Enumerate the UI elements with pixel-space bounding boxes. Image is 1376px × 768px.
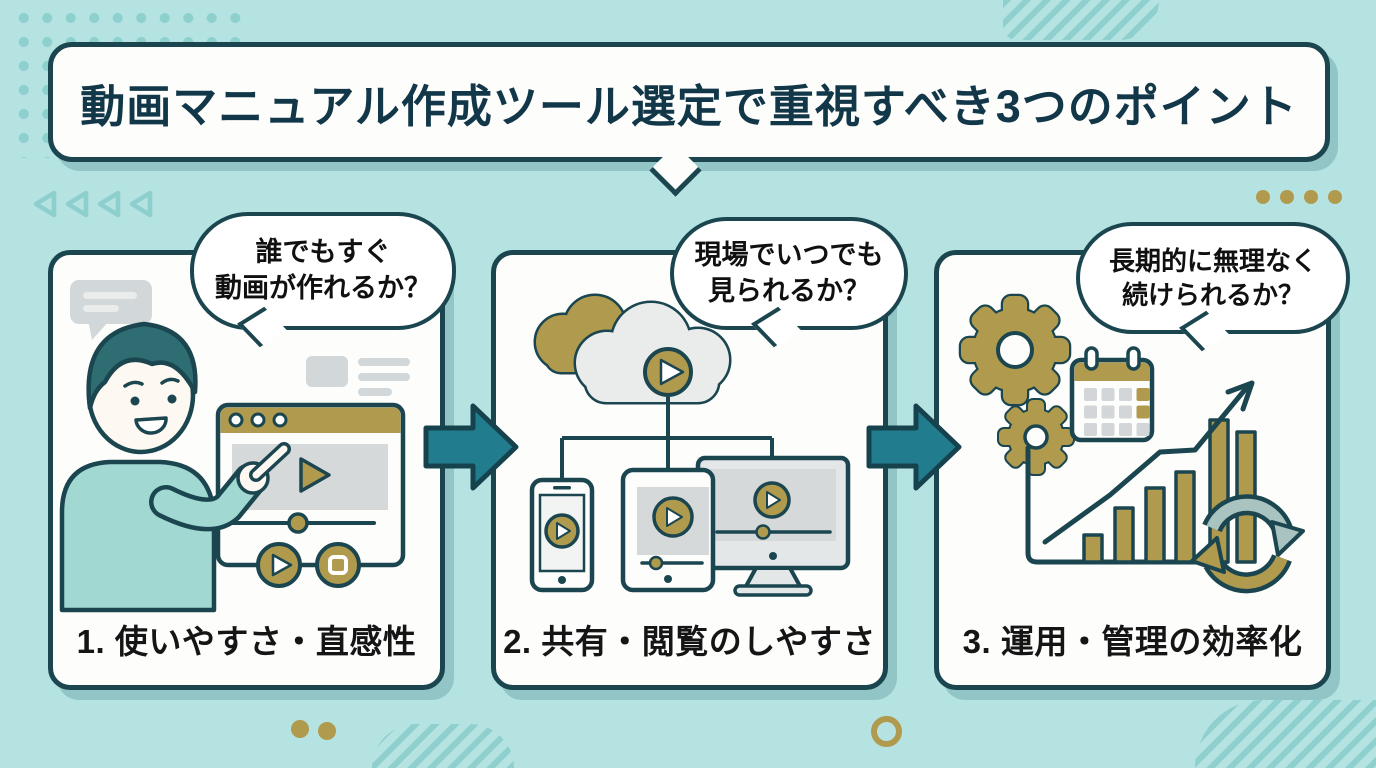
question-line: 動画が作れるか？ <box>215 273 431 303</box>
gold-dot <box>1256 190 1270 204</box>
striped-blob-top-right <box>1003 0 1159 40</box>
page-title: 動画マニュアル作成ツール選定で重視すべき3つのポイント <box>80 80 1298 132</box>
flow-arrow-icon <box>866 403 962 491</box>
refresh-cycle-icon <box>1190 494 1305 594</box>
question-line: 長期的に無理なく <box>1108 245 1317 276</box>
triangle-row-decoration <box>33 190 153 218</box>
play-icon <box>299 457 331 493</box>
person-creating-video-icon <box>59 280 410 613</box>
striped-blob-bottom-right <box>1195 700 1376 768</box>
gold-dot <box>291 720 309 738</box>
gold-dot <box>1280 190 1294 204</box>
step-label-2: 2. 共有・閲覧のしやすさ <box>503 623 876 660</box>
title-banner: 動画マニュアル作成ツール選定で重視すべき3つのポイント <box>48 42 1330 162</box>
person-body <box>59 459 217 613</box>
gold-ring-decoration <box>871 716 902 747</box>
striped-blob-bottom-center <box>372 724 514 768</box>
list-lines-icon <box>306 356 410 396</box>
person-pointing-arm <box>149 442 291 532</box>
question-line: 続けられるか？ <box>1121 280 1304 310</box>
stop-button-icon <box>315 542 361 588</box>
cloud-icon <box>536 296 729 402</box>
person-head <box>86 321 198 455</box>
gear-large-icon <box>961 296 1069 404</box>
question-line: 見られるか？ <box>708 275 870 306</box>
connector-lines <box>560 397 774 480</box>
step-label-1: 1. 使いやすさ・直感性 <box>76 623 417 660</box>
question-bubble-3: 長期的に無理なく 続けられるか？ <box>1076 222 1350 352</box>
step-label-3: 3. 運用・管理の効率化 <box>962 623 1303 660</box>
video-player-window <box>215 402 406 588</box>
question-bubble-1: 誰でもすぐ 動画が作れるか？ <box>190 212 456 348</box>
chat-bubble-icon <box>70 280 152 340</box>
calendar-icon <box>1069 346 1155 443</box>
smartphone-icon <box>529 477 595 593</box>
monitor-icon <box>695 455 851 597</box>
flow-arrow-icon <box>423 403 519 491</box>
gold-dot <box>1304 190 1318 204</box>
gold-dot <box>1328 190 1342 204</box>
tablet-icon <box>620 467 716 593</box>
question-line: 誰でもすぐ <box>255 237 391 268</box>
cloud-devices-icon <box>529 250 851 597</box>
gears-calendar-growth-icon <box>934 250 1305 594</box>
question-bubble-2: 現場でいつでも 見られるか？ <box>670 217 908 348</box>
gold-dot <box>318 722 336 740</box>
gear-small-icon <box>997 398 1075 476</box>
question-line: 現場でいつでも <box>694 239 884 270</box>
